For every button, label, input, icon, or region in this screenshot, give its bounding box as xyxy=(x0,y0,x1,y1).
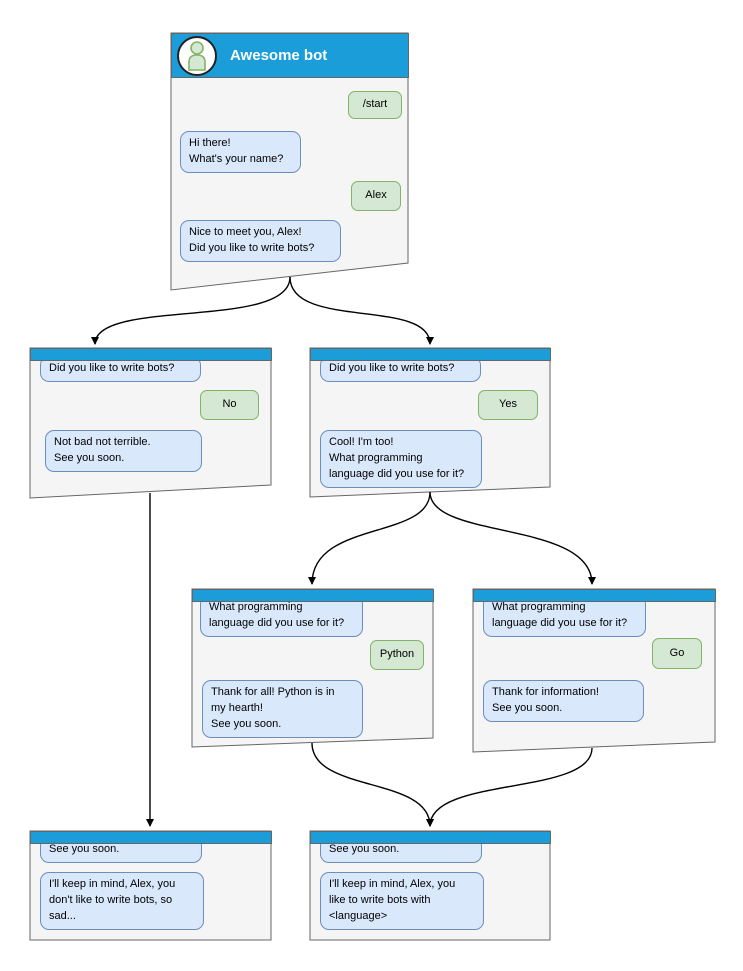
connector-start-to-yes xyxy=(289,276,434,345)
bot-avatar xyxy=(177,35,217,76)
bot-message-bubble: Hi there! What's your name? xyxy=(180,131,301,173)
user-message-bubble: No xyxy=(200,390,259,420)
user-message-bubble: Go xyxy=(652,638,702,669)
chat-header-sad-end xyxy=(30,831,272,844)
connector-python-to-lang-end xyxy=(311,742,434,827)
chat-header-start: Awesome bot xyxy=(171,33,409,78)
bot-message-bubble: Thank for information! See you soon. xyxy=(483,680,644,722)
bot-title: Awesome bot xyxy=(230,47,328,64)
chat-header-no xyxy=(30,348,272,361)
bot-message-bubble: I'll keep in mind, Alex, you like to wri… xyxy=(320,872,484,930)
person-icon xyxy=(188,40,206,71)
connector-yes-to-go xyxy=(429,491,596,585)
user-message-bubble: Yes xyxy=(478,390,538,420)
user-message-bubble: /start xyxy=(348,91,402,119)
connector-yes-to-python xyxy=(308,491,431,585)
chat-header-yes xyxy=(310,348,551,361)
chat-header-python xyxy=(192,589,434,602)
chat-header-go xyxy=(473,589,716,602)
bot-message-bubble: Cool! I'm too! What programming language… xyxy=(320,430,482,488)
bot-message-bubble: Thank for all! Python is in my hearth! S… xyxy=(202,680,363,738)
chat-header-lang-end xyxy=(310,831,551,844)
bot-message-bubble: I'll keep in mind, Alex, you don't like … xyxy=(40,872,204,930)
user-message-bubble: Python xyxy=(370,640,424,670)
bot-message-bubble: Nice to meet you, Alex! Did you like to … xyxy=(180,220,341,262)
connector-start-to-no xyxy=(91,276,291,345)
connector-go-to-lang-end xyxy=(426,747,593,827)
bot-message-bubble: Not bad not terrible. See you soon. xyxy=(45,430,202,472)
user-message-bubble: Alex xyxy=(351,181,401,211)
